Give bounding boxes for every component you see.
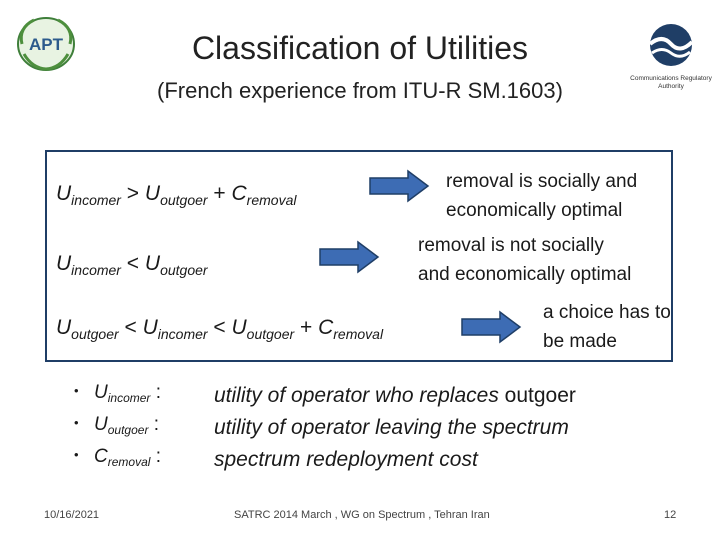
apt-emblem-icon: APT — [17, 17, 75, 71]
formula-subscript: outgoer — [160, 192, 208, 208]
definition-text: utility of operator who replaces outgoer — [214, 380, 576, 412]
formula-subscript: incomer — [71, 262, 121, 278]
definition-text: spectrum redeployment cost — [214, 444, 576, 476]
result-text-3: a choice has to be made — [543, 298, 671, 356]
result-text-1: removal is socially and economically opt… — [446, 167, 637, 225]
bullet-icon: • — [74, 447, 79, 462]
formula-symbol: U — [231, 316, 247, 339]
definition-symbol-row: • Cremoval : — [74, 446, 161, 478]
formula-symbol: U — [144, 252, 161, 275]
definition-symbol: U — [94, 382, 108, 403]
definition-text-emphasis: outgoer — [504, 384, 576, 407]
formula-symbol: U — [56, 182, 72, 205]
arrow-right-icon — [369, 169, 430, 203]
definition-symbol-row: • Uoutgoer : — [74, 414, 161, 446]
definition-symbol-row: • Uincomer : — [74, 382, 161, 414]
formula-subscript: outgoer — [160, 262, 208, 278]
formula-symbol: U — [56, 252, 72, 275]
formula-subscript: incomer — [71, 192, 121, 208]
definition-subscript: removal — [107, 455, 151, 469]
definition-text-main: utility of operator leaving the spectrum — [214, 416, 569, 439]
definition-text-main: utility of operator who replaces — [214, 384, 505, 407]
formula-row-3: Uoutgoer < Uincomer < Uoutgoer + Cremova… — [56, 316, 383, 342]
definition-subscript: outgoer — [107, 423, 149, 437]
formula-symbol: C — [231, 182, 247, 205]
slide-subtitle: (French experience from ITU-R SM.1603) — [157, 78, 563, 103]
slide-title: Classification of Utilities — [191, 30, 529, 66]
formula-operator: + — [207, 182, 232, 205]
formula-subscript: removal — [333, 326, 384, 342]
definition-colon: : — [150, 382, 161, 403]
cra-emblem-icon — [648, 24, 694, 66]
result-line: removal is not socially — [418, 235, 604, 256]
formula-operator: < — [207, 316, 232, 339]
result-line: removal is socially and — [446, 171, 638, 192]
formula-operator: < — [120, 252, 145, 275]
footer-center-text: SATRC 2014 March , WG on Spectrum , Tehr… — [234, 509, 490, 521]
apt-logo-text: APT — [29, 35, 64, 54]
formula-symbol: U — [142, 316, 158, 339]
definition-symbol: C — [94, 446, 108, 467]
apt-logo: APT — [14, 14, 78, 74]
definitions-texts: utility of operator who replaces outgoer… — [214, 380, 576, 476]
cra-logo: Communications Regulatory Authority — [626, 22, 716, 102]
formula-symbol: C — [318, 316, 334, 339]
arrow-right-icon — [319, 240, 380, 274]
frame-top-border — [45, 150, 673, 152]
result-line: economically optimal — [446, 200, 623, 221]
formula-subscript: outgoer — [246, 326, 295, 342]
formula-operator: > — [120, 182, 145, 205]
arrow-right-icon — [461, 310, 522, 344]
formula-subscript: removal — [246, 192, 297, 208]
footer-date: 10/16/2021 — [44, 509, 100, 521]
formula-row-2: Uincomer < Uoutgoer — [56, 252, 208, 278]
definition-colon: : — [150, 446, 161, 467]
formula-symbol: U — [56, 316, 72, 339]
slide-number: 12 — [664, 509, 677, 521]
definition-text-main: spectrum redeployment cost — [214, 448, 478, 471]
cra-logo-text: Communications Regulatory Authority — [630, 75, 712, 90]
formula-symbol: U — [144, 182, 161, 205]
formula-operator: + — [294, 316, 319, 339]
frame-bottom-border — [45, 360, 673, 362]
definition-colon: : — [148, 414, 159, 435]
conditions-frame — [45, 152, 673, 360]
result-text-2: removal is not socially and economically… — [418, 231, 631, 289]
bullet-icon: • — [74, 383, 79, 398]
result-line: be made — [543, 331, 617, 352]
formula-operator: < — [118, 316, 143, 339]
result-line: a choice has to — [543, 302, 671, 323]
definitions-symbols: • Uincomer : • Uoutgoer : • Cremoval : — [74, 382, 161, 478]
definition-symbol: U — [94, 414, 108, 435]
definition-text: utility of operator leaving the spectrum — [214, 412, 576, 444]
bullet-icon: • — [74, 415, 79, 430]
definition-subscript: incomer — [107, 391, 151, 405]
formula-row-1: Uincomer > Uoutgoer + Cremoval — [56, 182, 296, 208]
formula-subscript: outgoer — [71, 326, 119, 342]
formula-subscript: incomer — [157, 326, 208, 342]
result-line: and economically optimal — [418, 264, 632, 285]
